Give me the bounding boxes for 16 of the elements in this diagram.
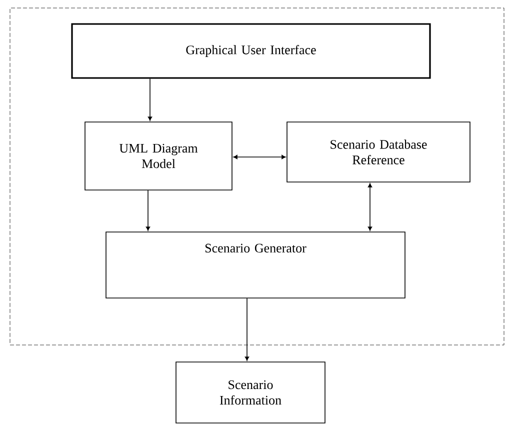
- arrow: [368, 183, 372, 231]
- node-label: Scenario Generator: [205, 244, 306, 253]
- arrow: [146, 190, 150, 231]
- node-label: Graphical User Interface: [186, 45, 316, 57]
- process-box: [84, 122, 232, 190]
- process-box: [286, 122, 470, 182]
- arrow: [244, 298, 250, 361]
- output-box: [176, 362, 326, 424]
- node-label: Scenario Information: [220, 380, 282, 405]
- arrow: [233, 154, 286, 160]
- node-label: Scenario Database Reference: [330, 140, 427, 164]
- process-box: [106, 232, 406, 298]
- dashed-boundary: [10, 8, 504, 346]
- arrow: [148, 78, 152, 121]
- node-label: UML Diagram Model: [119, 144, 198, 168]
- interface-box: [71, 23, 431, 79]
